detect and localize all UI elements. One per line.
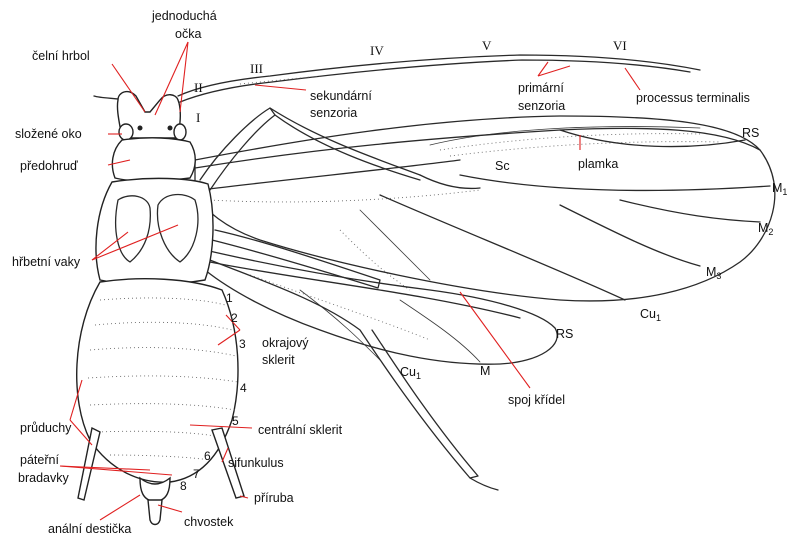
label-dorsal-sacs: hřbetní vaky bbox=[12, 255, 81, 269]
label-processus-terminalis: processus terminalis bbox=[636, 91, 750, 105]
label-flange: příruba bbox=[254, 491, 294, 505]
vein-label-cu1-forewing-main: Cu bbox=[640, 307, 656, 321]
label-compound-eye: složené oko bbox=[15, 127, 82, 141]
aphid-drawing bbox=[77, 55, 775, 525]
label-simple-eyes-line2: očka bbox=[175, 27, 201, 41]
segment-number-5: 5 bbox=[232, 414, 239, 428]
label-primary-sensoria-line1: primární bbox=[518, 81, 564, 95]
vein-label-m1: M1 bbox=[772, 181, 787, 197]
vein-label-cu1-hindwing: Cu1 bbox=[400, 365, 421, 381]
vein-label-m3-main: M bbox=[706, 265, 716, 279]
label-central-sclerite: centrální sklerit bbox=[258, 423, 343, 437]
segment-number-2: 2 bbox=[231, 311, 238, 325]
segment-number-6: 6 bbox=[204, 449, 211, 463]
vein-label-rs-forewing: RS bbox=[742, 126, 759, 140]
label-wing-coupling: spoj křídel bbox=[508, 393, 565, 407]
label-spiracles: průduchy bbox=[20, 421, 72, 435]
prothorax bbox=[112, 138, 195, 181]
segment-number-3: 3 bbox=[239, 337, 246, 351]
label-simple-eyes-line1: jednoduchá bbox=[151, 9, 217, 23]
vein-label-m1-main: M bbox=[772, 181, 782, 195]
label-spinal-tubercles-line2: bradavky bbox=[18, 471, 69, 485]
label-anal-plate: anální destička bbox=[48, 522, 131, 536]
label-marginal-sclerite-line2: sklerit bbox=[262, 353, 295, 367]
legs bbox=[200, 108, 498, 490]
label-secondary-sensoria-line2: senzoria bbox=[310, 106, 357, 120]
label-prothorax: předohruď bbox=[20, 159, 78, 173]
vein-label-m3-sub: 3 bbox=[716, 271, 721, 281]
thorax bbox=[96, 178, 213, 284]
segment-number-7: 7 bbox=[193, 467, 200, 481]
segment-number-4: 4 bbox=[240, 381, 247, 395]
vein-label-cu1-forewing-sub: 1 bbox=[656, 313, 661, 323]
hindwing bbox=[205, 250, 557, 364]
vein-label-sc: Sc bbox=[495, 159, 510, 173]
label-frontal-tubercle: čelní hrbol bbox=[32, 49, 90, 63]
vein-label-m-hindwing: M bbox=[480, 364, 490, 378]
antenna-segment-1: I bbox=[196, 110, 200, 125]
label-siphunculus: sifunkulus bbox=[228, 456, 284, 470]
vein-label-m2-sub: 2 bbox=[768, 227, 773, 237]
label-pterostigma: plamka bbox=[578, 157, 618, 171]
segment-number-8: 8 bbox=[180, 479, 187, 493]
vein-label-cu1-hindwing-main: Cu bbox=[400, 365, 416, 379]
cauda bbox=[148, 500, 162, 525]
antenna-segment-3: III bbox=[250, 61, 263, 76]
vein-label-m3: M3 bbox=[706, 265, 721, 281]
abdomen bbox=[77, 279, 238, 482]
antenna-segment-6: VI bbox=[613, 38, 627, 53]
antenna-segment-2: II bbox=[194, 80, 203, 95]
segment-number-1: 1 bbox=[226, 291, 233, 305]
vein-label-cu1-forewing: Cu1 bbox=[640, 307, 661, 323]
vein-label-m2-main: M bbox=[758, 221, 768, 235]
label-secondary-sensoria-line1: sekundární bbox=[310, 89, 372, 103]
antenna-segment-4: IV bbox=[370, 43, 384, 58]
label-primary-sensoria-line2: senzoria bbox=[518, 99, 565, 113]
antennae bbox=[94, 55, 700, 102]
vein-label-m2: M2 bbox=[758, 221, 773, 237]
head bbox=[117, 92, 186, 140]
forewing bbox=[195, 116, 775, 301]
vein-label-m1-sub: 1 bbox=[782, 187, 787, 197]
vein-label-cu1-hindwing-sub: 1 bbox=[416, 371, 421, 381]
vein-label-rs-hindwing: RS bbox=[556, 327, 573, 341]
label-cauda: chvostek bbox=[184, 515, 234, 529]
antenna-segment-5: V bbox=[482, 38, 492, 53]
label-spinal-tubercles-line1: páteřní bbox=[20, 453, 59, 467]
label-marginal-sclerite-line1: okrajový bbox=[262, 336, 309, 350]
